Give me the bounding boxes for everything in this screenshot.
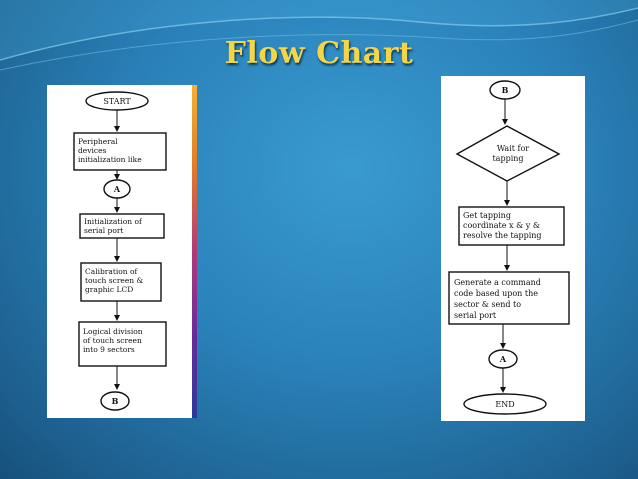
serial-init-line2: serial port: [84, 226, 123, 235]
get-tapping-box: [458, 206, 565, 246]
get-tapping-line2: coordinate x & y &: [463, 221, 540, 230]
peripheral-init-line2: devices: [78, 146, 107, 155]
generate-command-line3: sector & send to: [454, 300, 521, 309]
peripheral-init-line3: initialization like: [78, 155, 142, 164]
end-label: END: [495, 400, 514, 409]
left-flowchart-panel: START Peripheral devices initialization …: [47, 85, 195, 418]
connector-b-label: B: [502, 85, 509, 95]
slide-title: Flow Chart: [224, 36, 414, 71]
left-flowchart: START Peripheral devices initialization …: [73, 91, 167, 411]
decision-line1: Wait for: [497, 144, 529, 153]
calibration-box: [80, 262, 162, 302]
generate-command-box: [448, 271, 570, 325]
generate-command-line1: Generate a command: [454, 278, 541, 287]
calibration-line2: touch screen &: [85, 276, 144, 285]
connector-a-label: A: [499, 354, 507, 364]
end-terminator: [463, 393, 547, 415]
header-wave-decoration: [0, 0, 638, 71]
right-flowchart-panel: B Wait for tapping Get tapping coordinat…: [441, 76, 585, 421]
right-flowchart: B Wait for tapping Get tapping coordinat…: [448, 80, 570, 415]
decision-line2: tapping: [492, 154, 523, 163]
peripheral-init-box: [73, 132, 167, 171]
serial-init-line1: Initialization of: [84, 217, 143, 226]
logical-division-line2: of touch screen: [83, 336, 142, 345]
logical-division-box: [78, 321, 167, 367]
connector-a-label: A: [113, 184, 121, 194]
calibration-line3: graphic LCD: [85, 285, 133, 294]
get-tapping-line3: resolve the tapping: [463, 231, 542, 240]
serial-init-box: [79, 213, 165, 239]
connector-b: [100, 391, 130, 411]
start-label: START: [103, 97, 131, 106]
calibration-line1: Calibration of: [85, 267, 139, 276]
peripheral-init-line1: Peripheral: [78, 137, 118, 146]
get-tapping-line1: Get tapping: [463, 211, 511, 220]
logical-division-line1: Logical division: [83, 327, 143, 336]
generate-command-line4: serial port: [454, 311, 497, 320]
left-panel-gradient-edge: [192, 85, 197, 418]
connector-b-label: B: [112, 396, 119, 406]
generate-command-line2: code based upon the: [454, 289, 538, 298]
logical-division-line3: into 9 sectors: [83, 345, 135, 354]
